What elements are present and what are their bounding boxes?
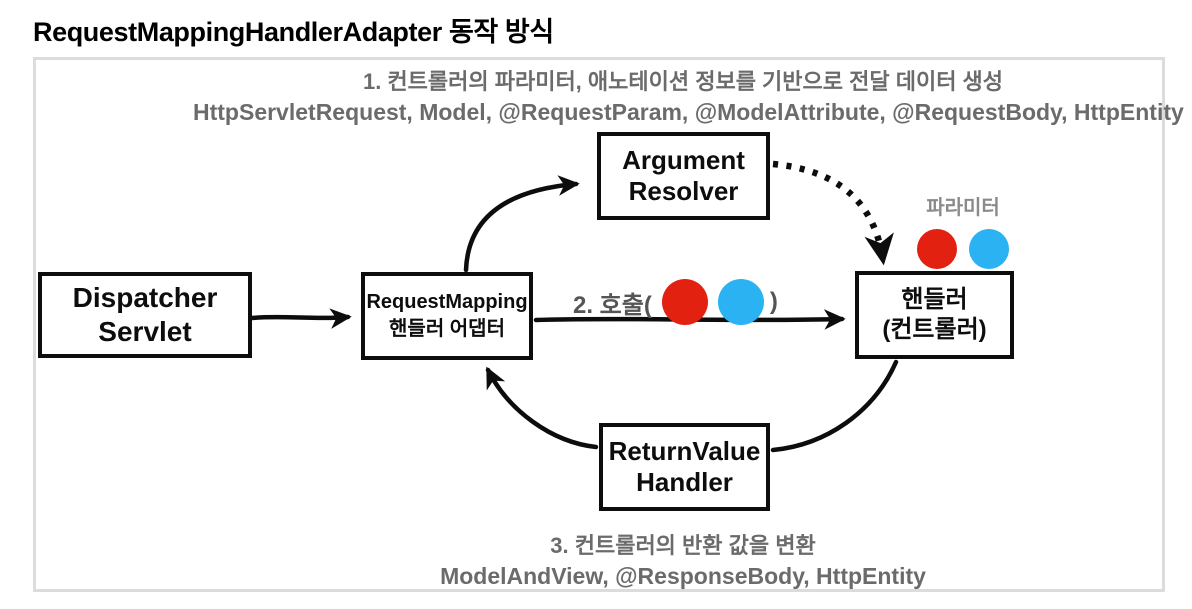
note-step3: 3. 컨트롤러의 반환 값을 변환 ModelAndView, @Respons… [193,528,1173,590]
param-blue-dot [969,229,1009,269]
arrow-dispatcher-to-adapter [249,308,352,329]
arrow-handler-to-return-value [770,359,899,453]
node-dispatcher-servlet-line1: Dispatcher [72,282,218,314]
node-argument-resolver-line1: Argument [622,144,745,175]
node-handler-adapter: RequestMapping 핸들러 어댑터 [361,272,533,360]
arrow-adapter-to-argument-resolver [463,175,580,273]
note-step1: 1. 컨트롤러의 파라미터, 애노테이션 정보를 기반으로 전달 데이터 생성 … [193,64,1184,126]
node-dispatcher-servlet: Dispatcher Servlet [38,272,252,358]
node-return-value-handler-line2: Handler [636,467,733,497]
diagram-canvas: 1. 컨트롤러의 파라미터, 애노테이션 정보를 기반으로 전달 데이터 생성 … [33,57,1184,592]
node-handler-adapter-line1: RequestMapping [366,291,528,313]
node-handler-line1: 핸들러 [901,286,968,313]
call-arg-red-dot [661,279,708,325]
call-step2-label: 2. 호출( ) [573,272,778,332]
node-handler-line2: (컨트롤러) [882,316,987,343]
param-label: 파라미터 [926,197,1000,219]
node-handler-adapter-line2: 핸들러 어댑터 [389,318,505,340]
node-return-value-handler: ReturnValue Handler [599,423,770,511]
node-argument-resolver-line2: Resolver [628,176,739,206]
node-argument-resolver: Argument Resolver [597,132,770,220]
arrows-layer [249,160,899,453]
note-step3-types: ModelAndView, @ResponseBody, HttpEntity [440,563,926,589]
node-dispatcher-servlet-line2: Servlet [98,316,192,347]
page-title: RequestMappingHandlerAdapter 동작 방식 [33,17,554,47]
node-return-value-handler-line1: ReturnValue [608,435,761,466]
call-step2-prefix: 2. 호출( [573,291,652,319]
arrow-argument-resolver-to-handler-dotted [772,160,894,266]
param-red-dot [917,229,957,269]
note-step3-text: 3. 컨트롤러의 반환 값을 변환 [550,533,816,558]
call-arg-blue-dot [717,279,764,325]
note-step1-types: HttpServletRequest, Model, @RequestParam… [193,99,1184,125]
node-handler: 핸들러 (컨트롤러) [855,271,1014,359]
param-group: 파라미터 [916,191,1010,269]
arrow-return-value-to-adapter [485,366,599,450]
note-step1-text: 1. 컨트롤러의 파라미터, 애노테이션 정보를 기반으로 전달 데이터 생성 [362,69,1004,94]
call-step2-suffix: ) [769,288,778,315]
